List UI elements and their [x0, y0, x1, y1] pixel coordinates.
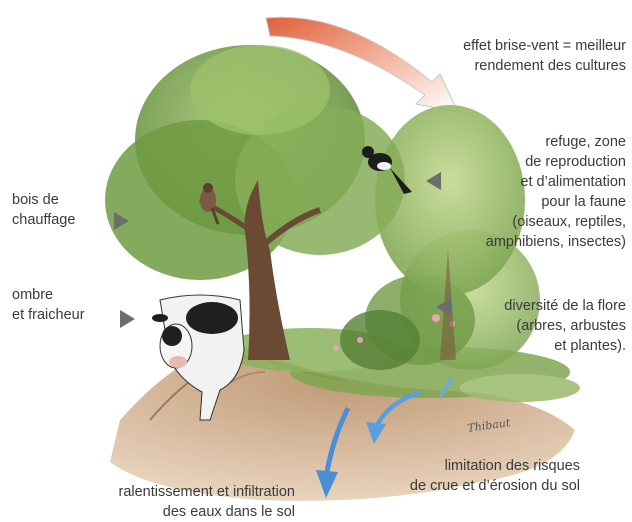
label-shade: ombre et fraicheur [12, 285, 85, 325]
pointer-triangle-icon [120, 310, 135, 328]
pointer-triangle-icon [436, 298, 451, 316]
label-refuge: refuge, zone de reproduction et d’alimen… [486, 132, 626, 252]
label-flood: limitation des risques de crue et d’éros… [410, 456, 580, 496]
label-windbreak: effet brise-vent = meilleur rendement de… [463, 36, 626, 76]
label-flora: diversité de la flore (arbres, arbustes … [504, 296, 626, 356]
pointer-triangle-icon [114, 212, 129, 230]
main-tree [105, 45, 405, 360]
label-infiltration: ralentissement et infiltration des eaux … [119, 482, 296, 522]
label-firewood: bois de chauffage [12, 190, 75, 230]
pointer-triangle-icon [426, 172, 441, 190]
